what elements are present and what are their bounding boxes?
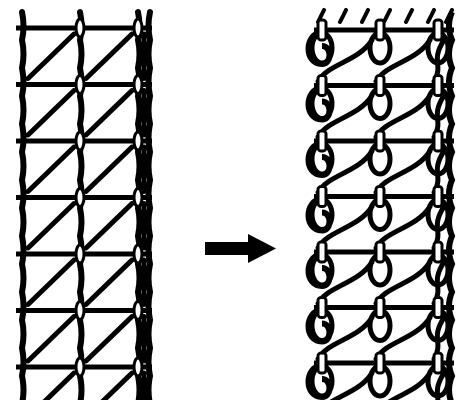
left-loop-knot [132,74,144,95]
left-loop-knot [132,300,144,321]
right-loop-knot [316,296,328,319]
left-loop-knot [132,243,144,265]
right-edge-stem [446,10,456,400]
right-loop-knot [374,18,386,42]
right-loop-knot [374,296,386,319]
right-top-end [426,8,436,24]
arrow-shaft [205,242,251,255]
left-diagonal-strand [83,314,135,364]
left-loop-knot [74,74,86,95]
left-diagonal-strand [83,88,135,138]
right-loop-knot [432,129,444,153]
left-loop-knot [74,130,86,152]
left-loop-knot [132,187,144,208]
left-diagonal-strand [100,370,135,400]
left-diagonal-strand [25,257,77,307]
left-loop-knot [132,130,144,152]
left-diagonal-strand [83,144,135,194]
right-loop-knot [316,240,328,264]
right-loop-knot [432,296,444,319]
left-loop-knot [74,356,86,378]
right-top-end [404,8,414,24]
left-diagonal-strand [25,201,77,251]
left-vertical-stem [145,9,154,400]
transformation-arrow [205,234,276,263]
left-loop-knot [74,300,86,321]
left-diagonal-strand [83,257,135,307]
right-loop-knot [316,351,328,375]
left-diagonal-strand [42,370,77,400]
right-loop-knot [432,74,444,97]
right-top-end [360,8,370,24]
right-loop-knot [432,240,444,264]
right-top-end [444,8,454,24]
left-diagonal-strand [25,31,77,81]
left-loop-knot [132,356,144,378]
right-loop-knot [432,18,444,42]
left-diagonal-strand [83,201,135,251]
right-top-end [382,8,392,24]
right-loop-knot [432,351,444,375]
left-diagonal-strand [25,88,77,138]
left-loop-knot [132,17,144,39]
right-loop-knot [316,185,328,208]
arrow-head [248,234,276,263]
right-loop-knot [374,240,386,264]
right-loop-knot [374,185,386,208]
right-loop-knot [316,18,328,42]
left-diagonal-strand [25,314,77,364]
right-loop-knot [374,74,386,97]
left-loop-knot [74,17,86,39]
left-diagonal-strand [83,31,135,81]
right-loop-knot [316,74,328,97]
right-loop-knot [316,129,328,153]
right-loop-knot [374,351,386,375]
right-mesh-panel [305,8,456,400]
right-top-end [338,8,348,24]
left-vertical-stem [18,9,27,400]
left-loop-knot [74,243,86,265]
left-mesh-panel [16,9,154,400]
left-diagonal-strand [25,144,77,194]
left-loop-knot [74,187,86,208]
right-loop-knot [432,185,444,208]
right-loop-knot [374,129,386,153]
